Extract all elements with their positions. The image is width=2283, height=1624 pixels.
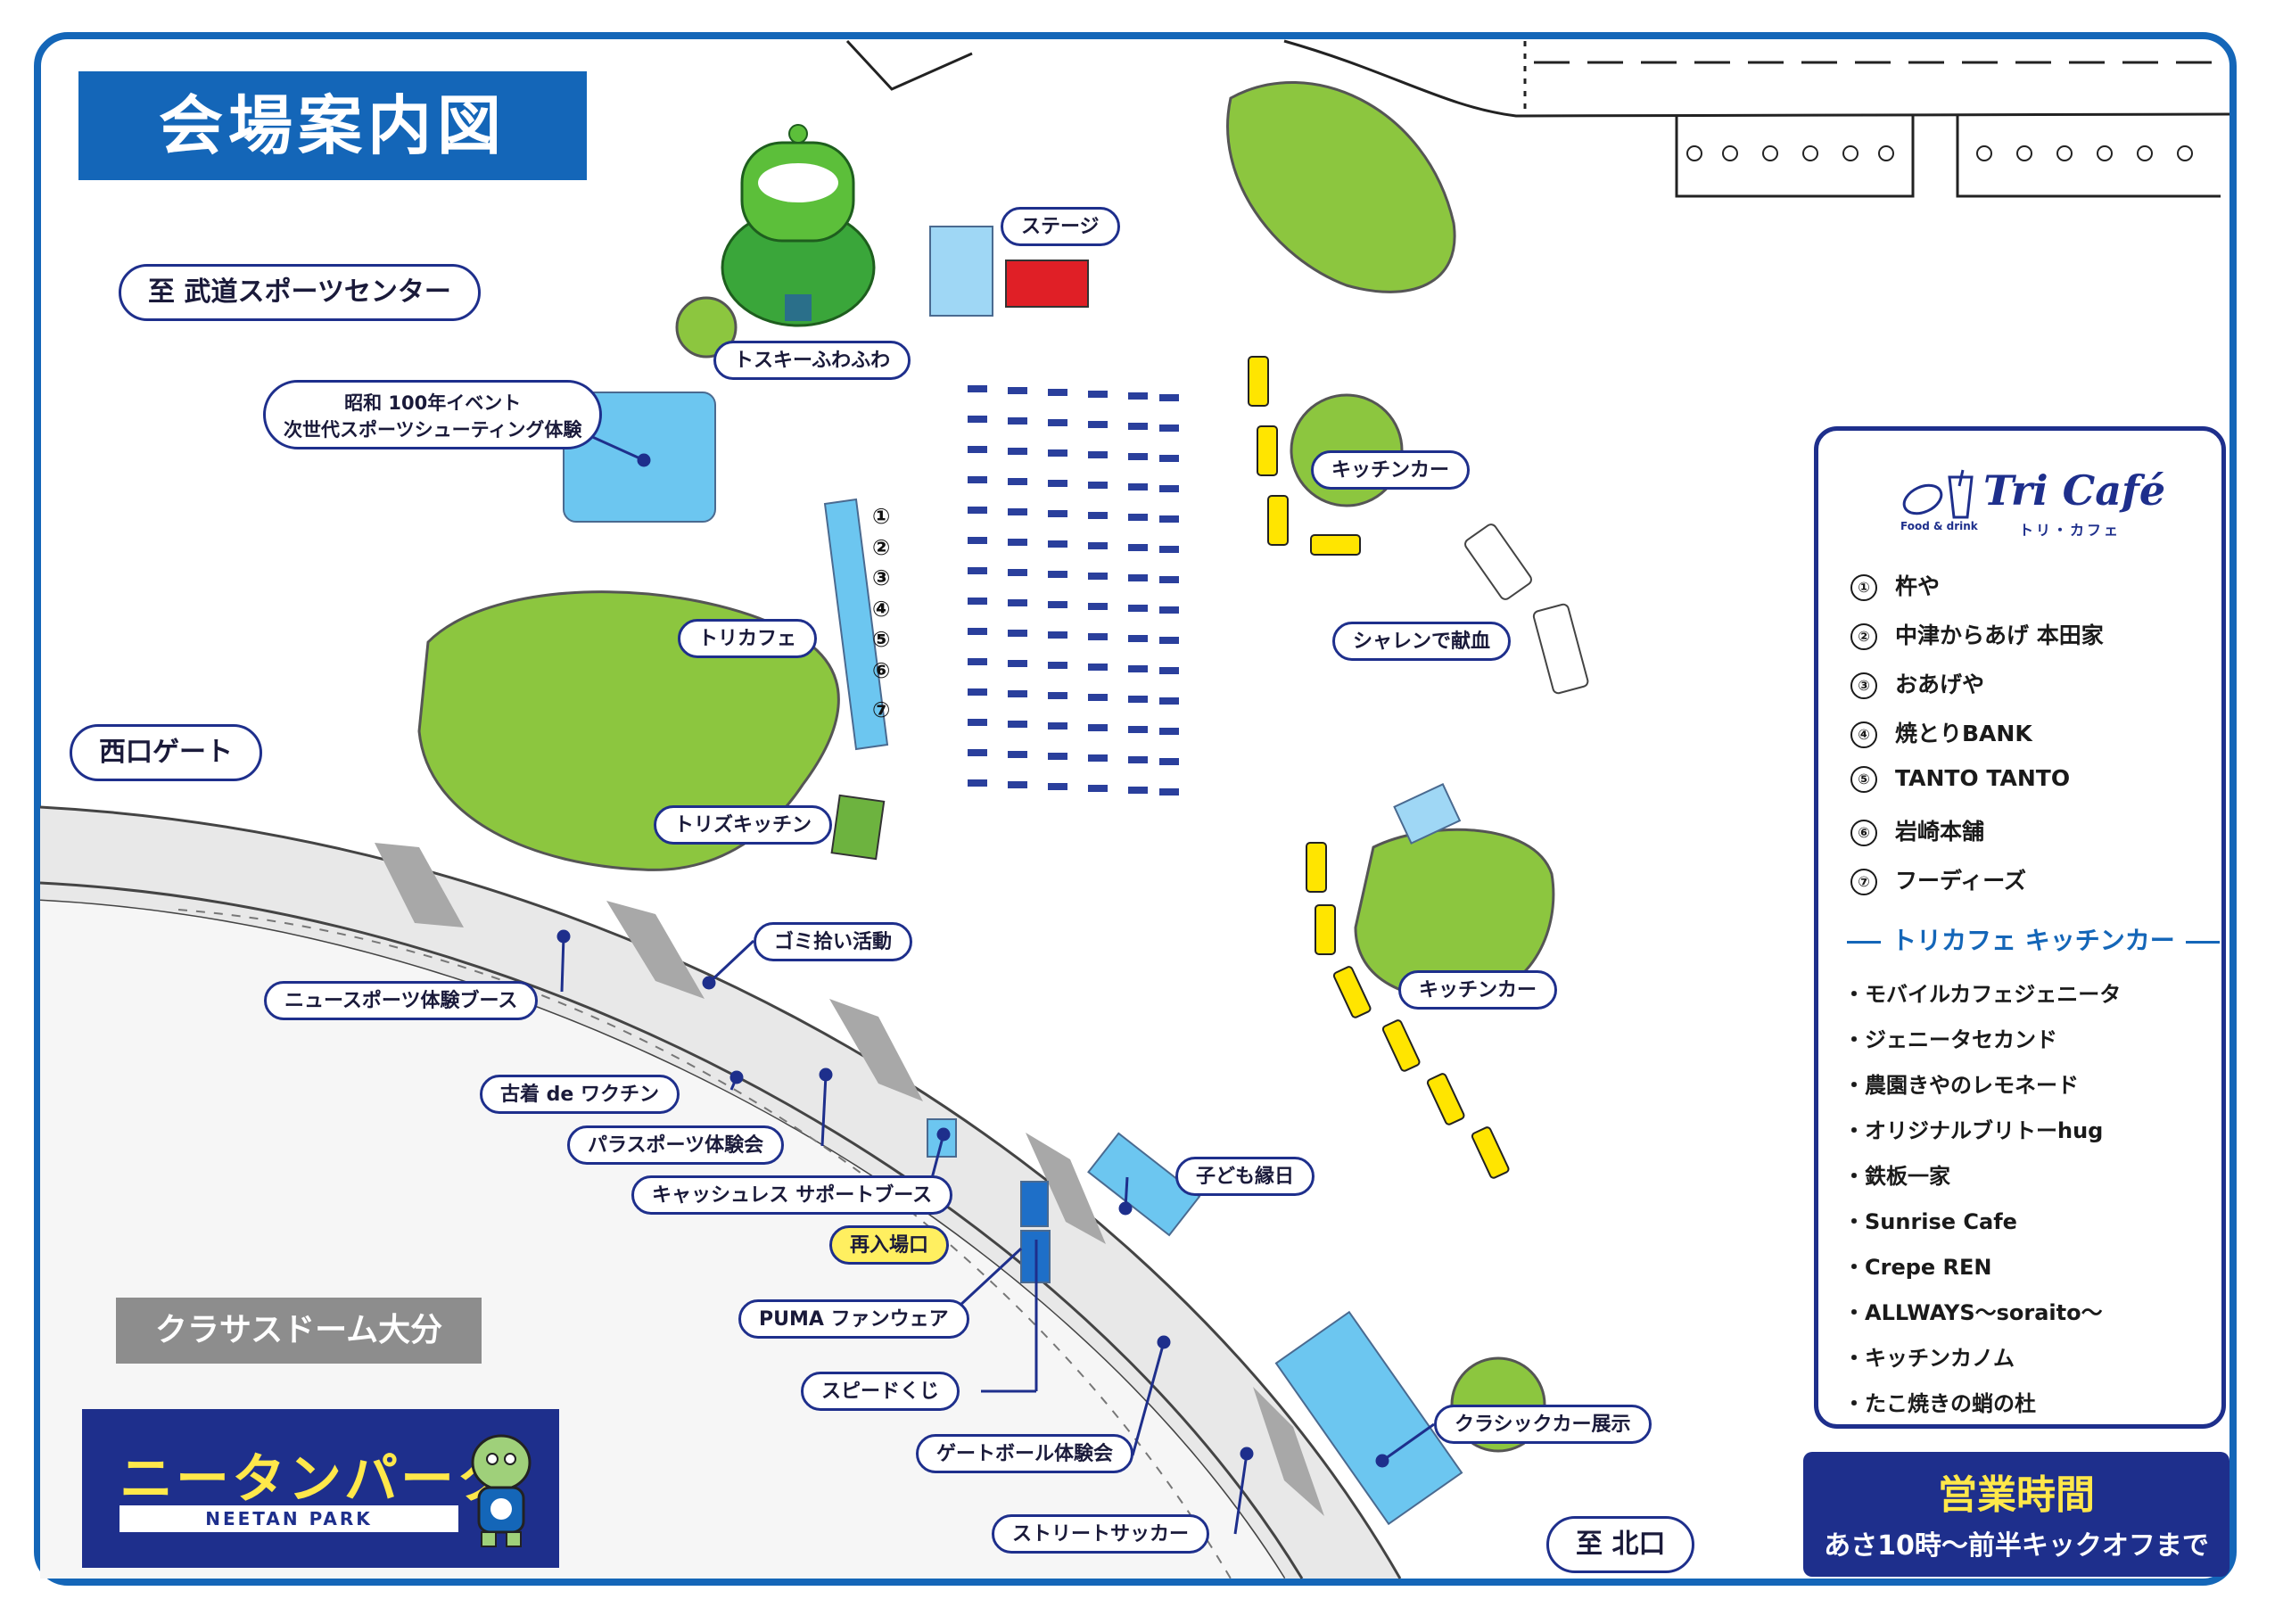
label-street-soccer[interactable]: ストリートサッカー: [992, 1514, 1210, 1554]
label-torizu-kitchen[interactable]: トリズキッチン: [654, 805, 833, 845]
cafe-cup-icon: [1902, 469, 1974, 519]
kitchen-car-item: ・オリジナルブリトーhug: [1843, 1118, 2104, 1143]
stage-block: [1005, 260, 1089, 308]
legend-shop: ② 中津からあげ 本田家: [1850, 618, 2104, 650]
label-torikafe[interactable]: トリカフェ: [678, 619, 818, 658]
label-furugi[interactable]: 古着 de ワクチン: [480, 1075, 680, 1114]
mascot-icon: [471, 1434, 532, 1547]
kitchen-car-item: ・鉄板一家: [1843, 1164, 1950, 1189]
kitchen-car-item: ・たこ焼きの蛸の杜: [1843, 1391, 2036, 1416]
kitchen-car-item: ・ジェニータセカンド: [1843, 1027, 2057, 1052]
hours-text: あさ10時～前半キックオフまで: [1824, 1530, 2209, 1562]
shop-number: ⑤: [1850, 766, 1877, 793]
showa-line1: 昭和 100年イベント: [344, 392, 522, 414]
stall-number: ⑦: [872, 697, 891, 722]
shop-number: ③: [1850, 672, 1877, 699]
tricafe-legend: Tri Café Food & drink トリ・カフェ ① 杵や ② 中津からあげ…: [1814, 426, 2226, 1429]
stall-number: ①: [872, 504, 891, 529]
label-reentry[interactable]: 再入場口: [829, 1225, 950, 1265]
showa-line2: 次世代スポーツシューティング体験: [284, 419, 582, 441]
legend-brand-sub2: トリ・カフェ: [2019, 522, 2122, 539]
label-nishiguchi-gate[interactable]: 西口ゲート: [70, 724, 262, 781]
booths: [563, 226, 1463, 1526]
shop-number: ⑦: [1850, 869, 1877, 895]
label-puma[interactable]: PUMA ファンウェア: [738, 1299, 969, 1339]
shop-name: 杵や: [1895, 573, 1941, 599]
dome-label: クラサスドーム大分: [116, 1298, 482, 1364]
stall-number: ④: [872, 596, 891, 622]
stall-number: ⑥: [872, 657, 891, 683]
legend-shop: ③ おあげや: [1850, 667, 1984, 699]
kitchen-car-item: ・モバイルカフェジェニータ: [1843, 982, 2122, 1007]
stall-number: ⑤: [872, 627, 891, 652]
label-sharen[interactable]: シャレンで献血: [1332, 622, 1512, 661]
label-stage[interactable]: ステージ: [1001, 207, 1120, 246]
label-kitchen-car-1[interactable]: キッチンカー: [1311, 450, 1471, 490]
legend-shop: ④ 焼とりBANK: [1850, 716, 2032, 748]
map-title: 会場案内図: [78, 71, 587, 180]
kitchen-car-item: ・キッチンカノム: [1843, 1346, 2015, 1371]
kitchen-car-item: ・農園きやのレモネード: [1843, 1073, 2079, 1098]
stall-number: ②: [872, 534, 891, 560]
shop-name: おあげや: [1895, 672, 1985, 697]
kitchen-car-heading: トリカフェ キッチンカー: [1836, 921, 2211, 957]
label-tosuki[interactable]: トスキーふわふわ: [713, 341, 911, 380]
shop-name: 焼とりBANK: [1895, 721, 2032, 746]
shop-name: TANTO TANTO: [1895, 765, 2071, 791]
legend-shop: ⑤ TANTO TANTO: [1850, 765, 2070, 793]
label-kitaguchi[interactable]: 至 北口: [1546, 1516, 1695, 1573]
shop-number: ②: [1850, 623, 1877, 650]
shop-number: ①: [1850, 574, 1877, 601]
label-kitchen-car-2[interactable]: キッチンカー: [1398, 970, 1558, 1010]
shop-number: ④: [1850, 721, 1877, 748]
shop-number: ⑥: [1850, 820, 1877, 846]
label-new-sports[interactable]: ニュースポーツ体験ブース: [264, 981, 539, 1020]
stall-numbers: ① ② ③ ④ ⑤ ⑥ ⑦: [872, 501, 890, 726]
shop-name: 岩崎本舗: [1895, 819, 1985, 845]
legend-shop: ① 杵や: [1850, 569, 1940, 601]
label-speed-kuji[interactable]: スピードくじ: [801, 1372, 960, 1411]
label-cashless[interactable]: キャッシュレス サポートブース: [631, 1175, 953, 1215]
logo-jp: ニータンパーク: [120, 1448, 513, 1511]
business-hours: 営業時間 あさ10時～前半キックオフまで: [1803, 1452, 2229, 1577]
blood-donation-vehicles: [1464, 523, 1589, 695]
shop-name: フーディーズ: [1895, 868, 2027, 894]
logo-en: NEETAN PARK: [120, 1505, 458, 1532]
tosuki-balloon: [721, 124, 876, 327]
label-gateball[interactable]: ゲートボール体験会: [916, 1434, 1134, 1473]
kitchen-car-item: ・ALLWAYS～soraito～: [1843, 1300, 2103, 1325]
kitchen-car-item: ・Sunrise Cafe: [1843, 1209, 2017, 1234]
label-kodomo-ennichi[interactable]: 子ども縁日: [1175, 1157, 1315, 1196]
neetan-park-logo: ニータンパーク NEETAN PARK: [82, 1409, 559, 1568]
shop-name: 中津からあげ 本田家: [1895, 622, 2104, 648]
legend-brand-sub: Food & drink: [1900, 520, 1978, 532]
legend-brand: Tri Café: [1983, 466, 2166, 515]
seating: [968, 385, 1179, 796]
parking-markers: [1686, 145, 2193, 161]
kitchen-car-item: ・Crepe REN: [1843, 1255, 1992, 1280]
label-showa-event[interactable]: 昭和 100年イベント 次世代スポーツシューティング体験: [263, 380, 603, 449]
label-classic-car[interactable]: クラシックカー展示: [1434, 1405, 1652, 1444]
label-gomi[interactable]: ゴミ拾い活動: [754, 922, 913, 961]
label-budo-sports-center[interactable]: 至 武道スポーツセンター: [119, 264, 481, 321]
hours-title: 営業時間: [1938, 1472, 2095, 1518]
road: [845, 39, 2230, 198]
legend-shop: ⑥ 岩崎本舗: [1850, 814, 1984, 846]
food-trucks: [1248, 356, 1510, 1179]
legend-shop: ⑦ フーディーズ: [1850, 863, 2026, 895]
torizu-booth: [830, 794, 886, 861]
label-para-sports[interactable]: パラスポーツ体験会: [567, 1125, 785, 1165]
stall-number: ③: [872, 565, 891, 590]
